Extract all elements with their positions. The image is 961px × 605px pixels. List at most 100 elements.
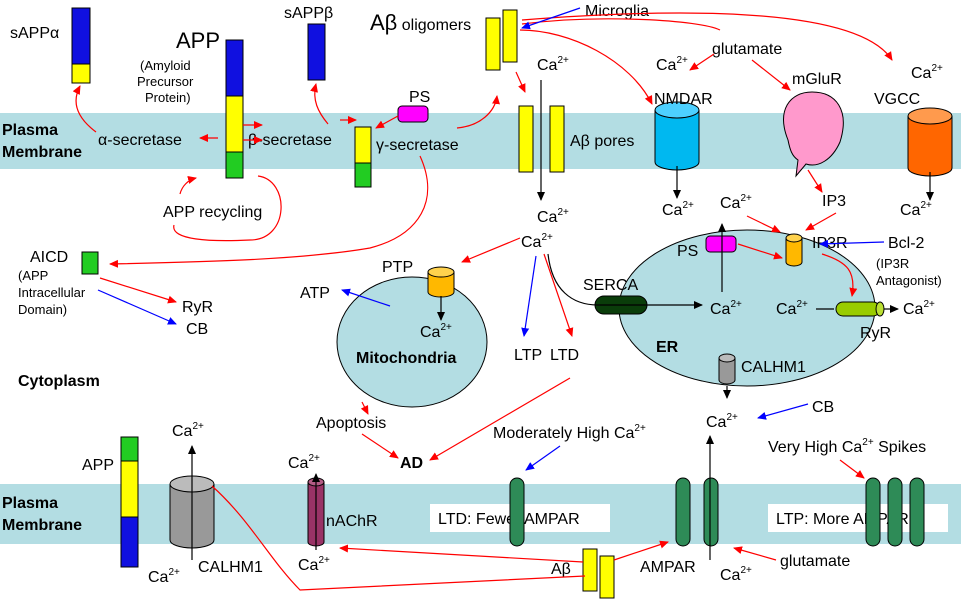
blue-arrows [97,7,885,471]
svg-text:Ca2+: Ca2+ [537,55,569,74]
nmdar-channel [654,101,700,171]
ps-top-label: PS [409,89,430,106]
serca-label: SERCA [583,277,638,294]
microglia-label: Microglia [585,3,649,20]
ip3-label: IP3 [822,193,846,210]
app-protein-top [225,39,244,179]
beta-secretase-label: β-secretase [248,132,332,149]
svg-text:Ca2+: Ca2+ [298,555,330,574]
svg-text:Ca2+: Ca2+ [288,453,320,472]
ampar-ltd [509,477,525,547]
sappb-fragment [307,23,326,81]
calhm1-er [718,353,736,385]
ps-er-label: PS [677,243,698,260]
app-full-2: Precursor [137,74,194,89]
red-arrows [72,12,893,591]
svg-text:Ca2+: Ca2+ [911,63,943,82]
calhm1-er-label: CALHM1 [741,359,806,376]
mitochondria [336,276,488,408]
cb-left-label: CB [186,321,208,338]
er-label: ER [656,339,679,356]
membrane-bottom-line2: Membrane [2,517,82,534]
abeta-oligomers [485,9,518,71]
apoptosis-label: Apoptosis [316,415,386,432]
cytoplasm-label: Cytoplasm [18,373,100,390]
ampar-center [675,477,719,547]
glutamate-top-label: glutamate [712,41,782,58]
svg-text:Ca2+: Ca2+ [656,55,688,74]
ltd-box-label: LTD: Fewer AMPAR [438,511,580,528]
abeta-bottom [582,548,615,599]
ampar-label: AMPAR [640,559,696,576]
app-recycling-label: APP recycling [163,204,262,221]
presenilin-er [705,235,737,253]
very-high-label: Very High Ca2+ Spikes [768,437,926,456]
svg-text:Ca2+: Ca2+ [710,299,742,318]
aicd-label: AICD [30,249,68,266]
ip3r-antagonist-1: (IP3R [876,256,909,271]
aicd-full-1: (APP [18,268,48,283]
bcl2-label: Bcl-2 [888,235,925,252]
nmdar-label: NMDAR [654,91,713,108]
atp-label: ATP [300,285,330,302]
svg-text:Ca2+: Ca2+ [148,567,180,586]
sappa-label: sAPPα [10,25,59,42]
svg-text:Ca2+: Ca2+ [521,232,553,251]
membrane-top-line1: Plasma [2,122,58,139]
ptp-label: PTP [382,259,413,276]
ryr-left-label: RyR [182,299,213,316]
ltd-label: LTD [550,347,579,364]
ltp-label: LTP [514,347,542,364]
svg-text:Ca2+: Ca2+ [537,207,569,226]
app-full-3: Protein) [145,90,191,105]
ip3r-antagonist-2: Antagonist) [876,273,942,288]
abeta-bottom-label: Aβ [551,561,571,578]
ryr-channel-er [835,301,885,317]
app-protein-bottom [120,436,139,568]
app-c-fragment [354,126,372,188]
vgcc-label: VGCC [874,91,920,108]
aicd-full-2: Intracellular [18,285,86,300]
mglur-label: mGluR [792,71,842,88]
nachr-label: nAChR [326,513,378,530]
svg-text:Ca2+: Ca2+ [420,322,452,341]
svg-text:Ca2+: Ca2+ [172,421,204,440]
abeta-pores-label: Aβ pores [570,133,634,150]
svg-text:Ca2+: Ca2+ [776,299,808,318]
gamma-secretase-label: γ-secretase [376,137,459,154]
ptp-channel [427,266,455,298]
abeta-pores [518,105,565,173]
mglur-receptor [783,91,844,178]
app-title: APP [176,28,220,53]
app-full-1: (Amyloid [140,58,191,73]
svg-text:Ca2+: Ca2+ [706,412,738,431]
ip3r-channel [785,233,803,267]
ad-label: AD [400,455,423,472]
presenilin-top [397,105,429,123]
svg-text:Ca2+: Ca2+ [900,200,932,219]
aicd-full-3: Domain) [18,302,67,317]
ampar-ltp [865,477,925,547]
svg-text:Ca2+: Ca2+ [720,565,752,584]
cb-right-label: CB [812,399,834,416]
black-arrows [188,80,934,560]
membrane-top-line2: Membrane [2,144,82,161]
sappb-label: sAPPβ [284,5,333,22]
moderately-high-label: Moderately High Ca2+ [493,423,646,442]
aicd-fragment [81,251,99,275]
vgcc-channel [907,107,953,177]
app-bottom-label: APP [82,457,114,474]
membrane-bottom-line1: Plasma [2,495,58,512]
svg-text:Ca2+: Ca2+ [662,200,694,219]
svg-text:Ca2+: Ca2+ [903,299,935,318]
calhm1-bottom-label: CALHM1 [198,559,263,576]
svg-text:Ca2+: Ca2+ [720,193,752,212]
ca-labels: Ca2+ Ca2+ Ca2+ Ca2+ Ca2+ Ca2+ Ca2+ Ca2+ … [148,55,943,586]
ryr-er-label: RyR [860,325,891,342]
abeta-oligomers-label: Aβ oligomers [370,10,471,35]
glutamate-bottom-label: glutamate [780,553,850,570]
sappa-fragment [71,7,91,84]
mitochondria-label: Mitochondria [356,350,457,367]
alpha-secretase-label: α-secretase [98,132,182,149]
